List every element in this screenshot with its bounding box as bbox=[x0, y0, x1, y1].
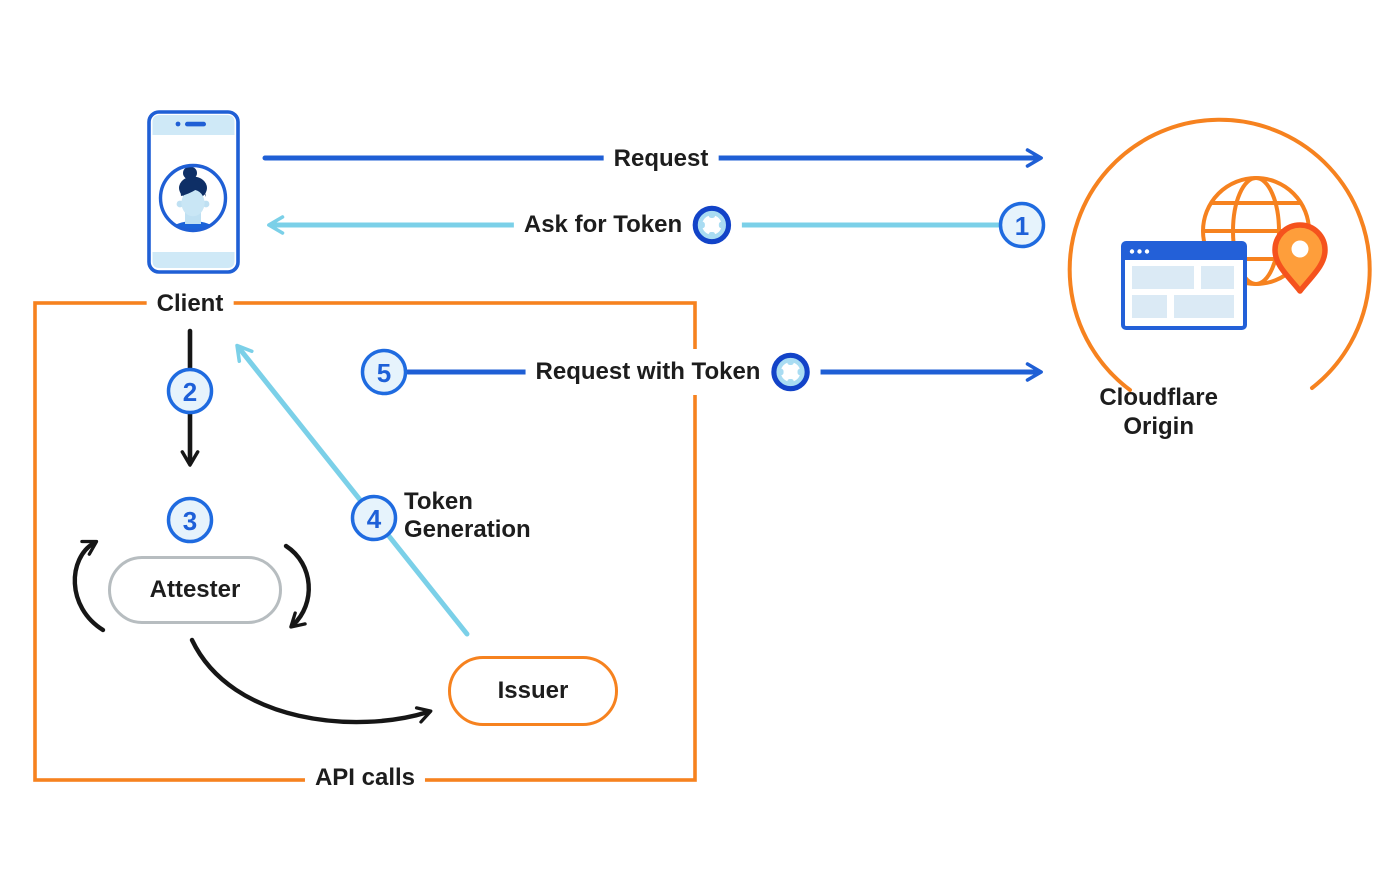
step-badge-3: 3 bbox=[166, 496, 214, 544]
origin-label-line1: Cloudflare bbox=[1099, 384, 1218, 411]
request-with-token-label: Request with Token bbox=[525, 349, 821, 395]
attester-label-text: Attester bbox=[149, 576, 241, 603]
token-icon bbox=[692, 205, 732, 245]
client-label-text: Client bbox=[156, 290, 224, 317]
token-generation-arrow bbox=[235, 343, 470, 637]
attester-to-issuer-arrow bbox=[189, 637, 433, 725]
token-generation-label: Token Generation bbox=[404, 488, 531, 544]
client-node-label: Client bbox=[146, 287, 234, 321]
token-generation-line1: Token bbox=[404, 488, 473, 515]
cloudflare-origin-circle bbox=[1067, 117, 1372, 392]
browser-window-icon bbox=[1121, 241, 1247, 330]
origin-label-line2: Origin bbox=[1123, 413, 1194, 440]
attester-cycle-arrow-right bbox=[283, 543, 311, 629]
request-with-token-label-text: Request with Token bbox=[535, 358, 761, 385]
step-badge-1-number: 1 bbox=[1015, 211, 1029, 241]
step-badge-5-number: 5 bbox=[377, 358, 391, 388]
step-badge-2: 2 bbox=[166, 367, 214, 415]
attester-node: Attester bbox=[108, 556, 282, 624]
issuer-node: Issuer bbox=[448, 656, 618, 726]
issuer-label-text: Issuer bbox=[497, 677, 569, 704]
step-badge-4: 4 bbox=[350, 494, 398, 542]
ask-for-token-label-text: Ask for Token bbox=[523, 211, 683, 238]
step-badge-4-number: 4 bbox=[367, 504, 382, 534]
request-label: Request bbox=[603, 142, 719, 176]
origin-node-label: Cloudflare Origin bbox=[1099, 383, 1278, 441]
user-avatar-icon bbox=[158, 163, 228, 233]
step-badge-5: 5 bbox=[360, 348, 408, 396]
client-phone-icon bbox=[147, 110, 240, 274]
step-badge-2-number: 2 bbox=[183, 377, 197, 407]
step-badge-3-number: 3 bbox=[183, 506, 197, 536]
token-generation-line2: Generation bbox=[404, 516, 531, 543]
api-calls-label-text: API calls bbox=[314, 764, 416, 791]
api-calls-label: API calls bbox=[304, 761, 426, 795]
ask-for-token-label: Ask for Token bbox=[513, 202, 743, 248]
step-badge-1: 1 bbox=[998, 201, 1046, 249]
attester-cycle-arrow-left bbox=[72, 539, 106, 633]
location-pin-icon bbox=[1272, 222, 1328, 294]
token-icon bbox=[770, 352, 810, 392]
request-label-text: Request bbox=[613, 145, 709, 172]
